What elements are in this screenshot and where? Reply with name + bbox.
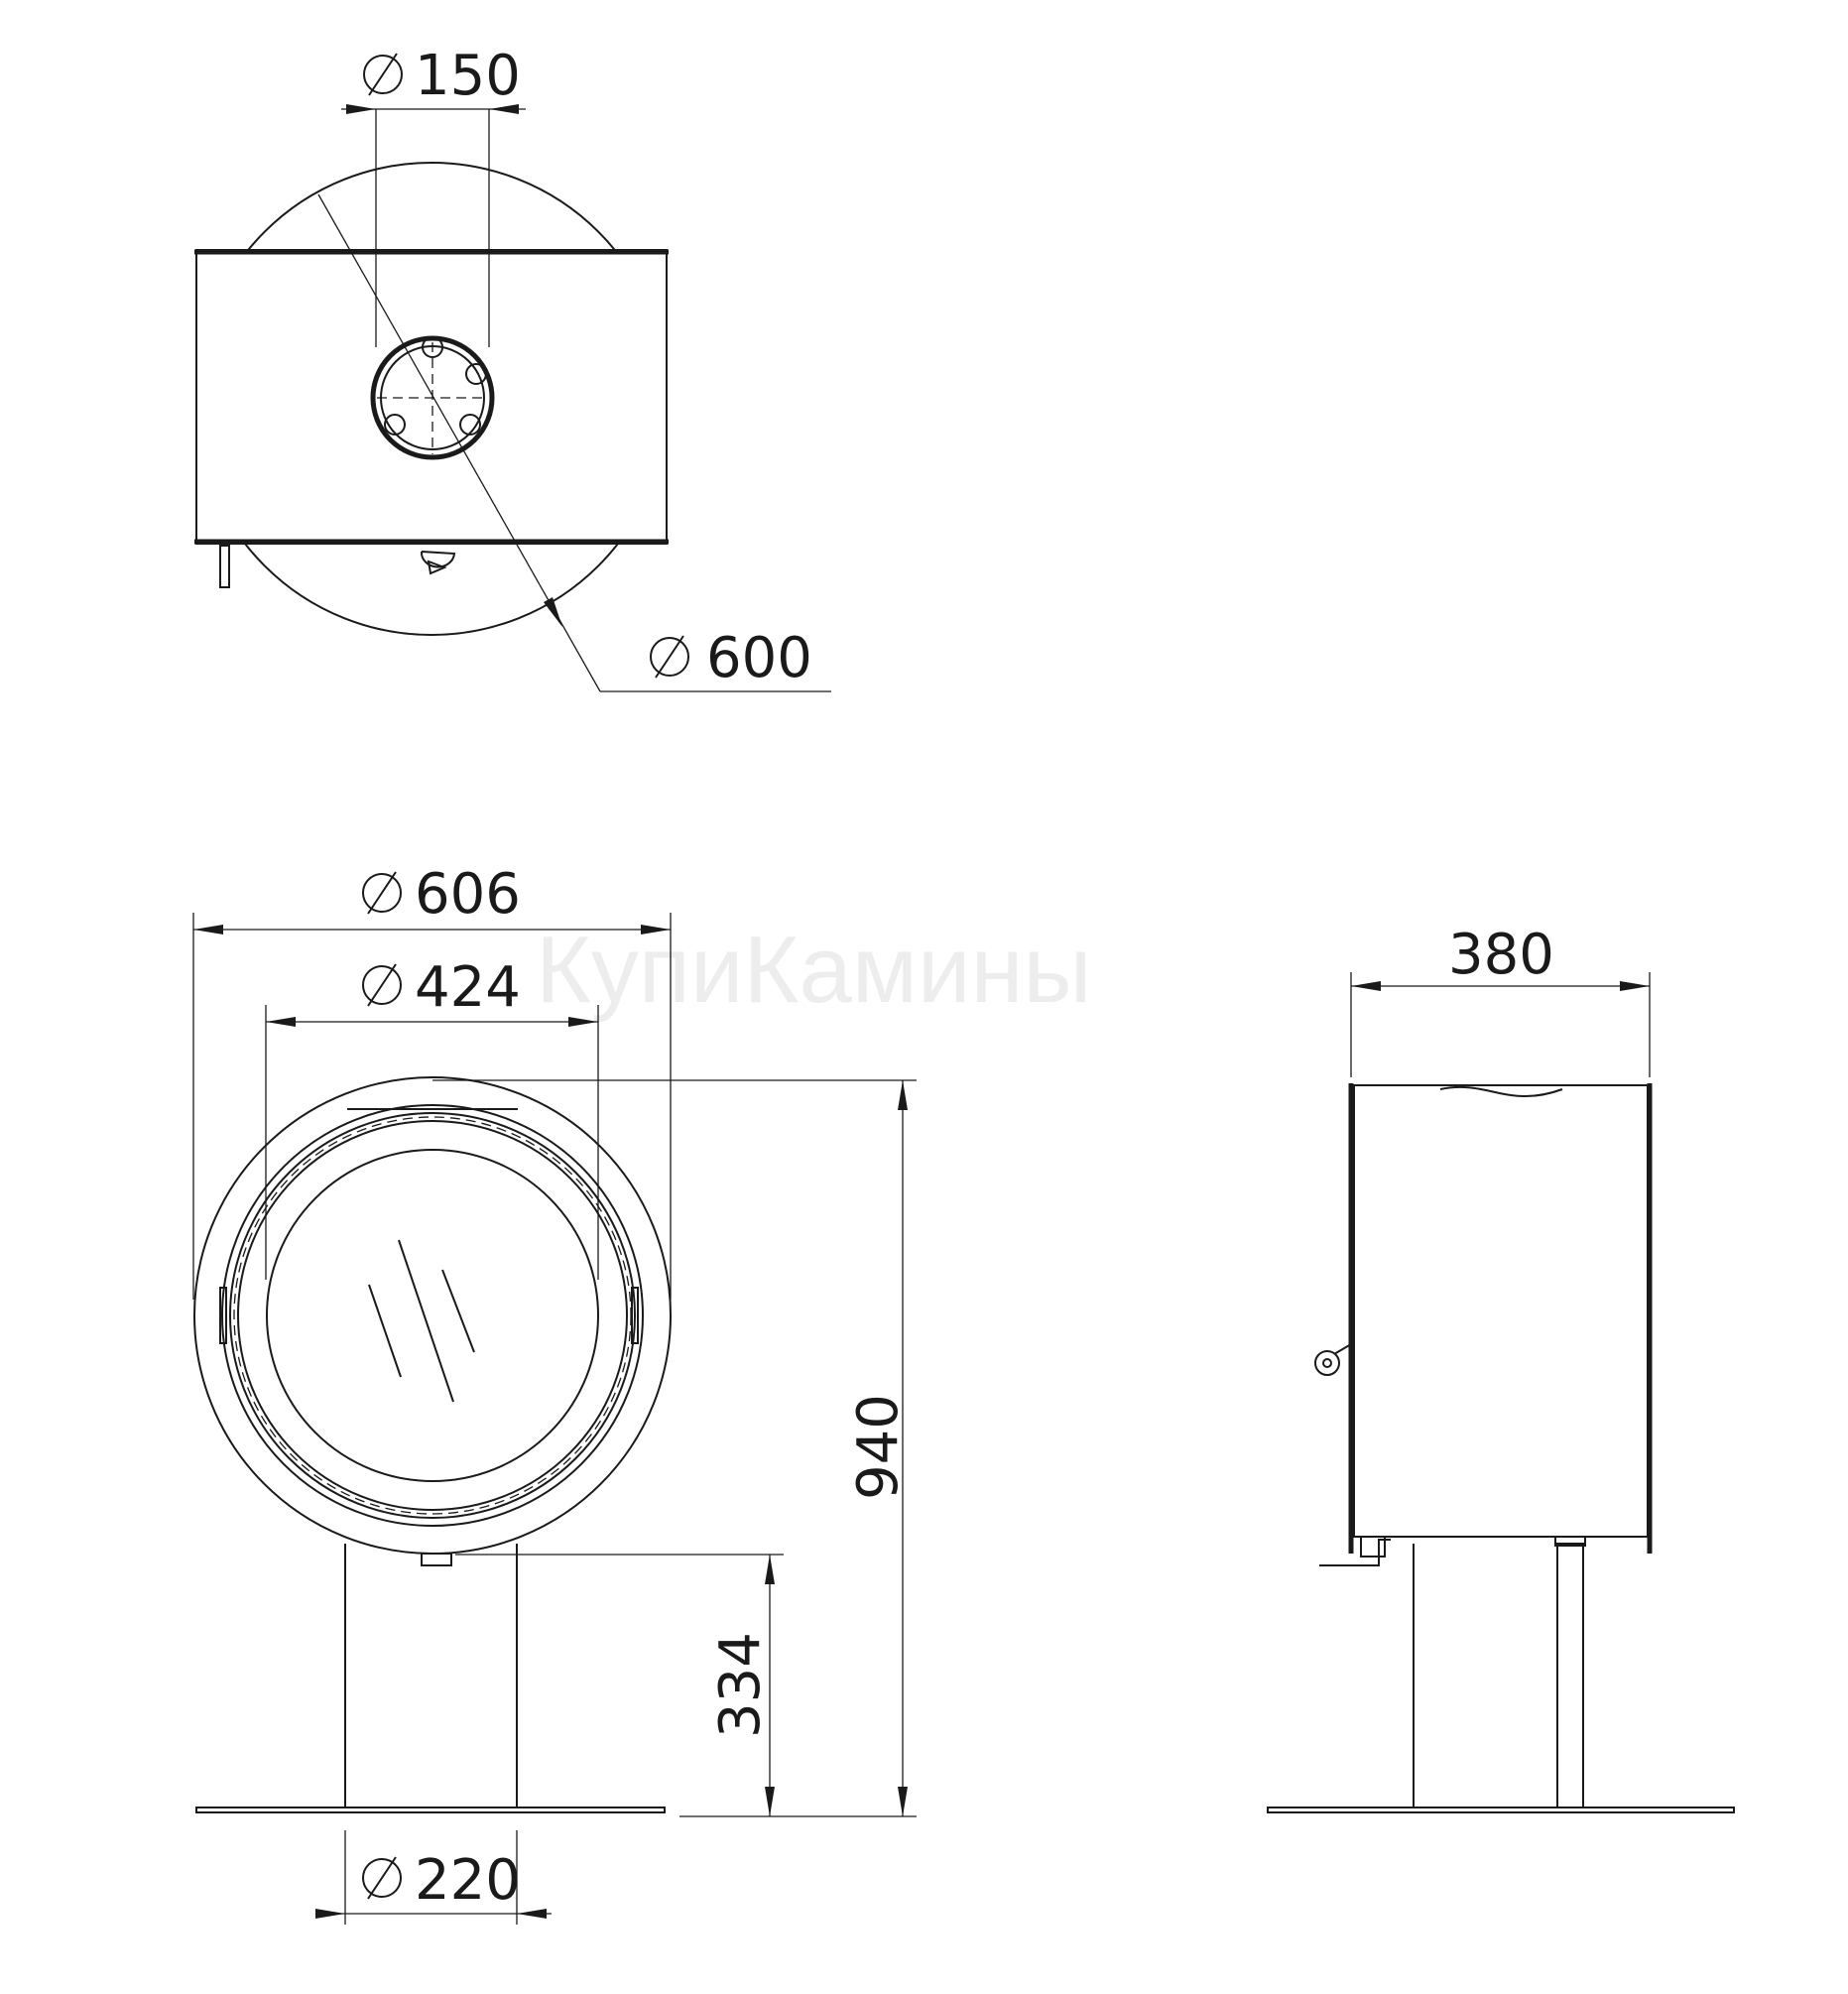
front-body-ring2 <box>229 1112 636 1519</box>
top-view-rect <box>195 249 668 545</box>
glass-reflection-2 <box>398 1239 454 1403</box>
glass-reflection-3 <box>441 1269 475 1353</box>
top-diameter-value: 600 <box>706 626 812 690</box>
top-view: 150 600 <box>194 44 831 692</box>
top-view-handle <box>219 545 230 588</box>
front-base-plate <box>195 1807 666 1813</box>
watermark-text: КупиКамины <box>536 917 1091 1023</box>
pedestal-diameter-value: 220 <box>415 1848 521 1913</box>
pedestal-diameter-label: 220 <box>362 1848 521 1913</box>
front-bottom-knob <box>421 1553 452 1566</box>
body-diameter-value: 606 <box>415 862 521 927</box>
front-view: 606 424 940 334 <box>192 862 917 1925</box>
door-diameter-label: 424 <box>362 955 521 1020</box>
top-view-knob <box>420 551 456 568</box>
glass-reflection-1 <box>368 1284 402 1378</box>
total-height-value: 940 <box>846 1394 911 1500</box>
flue-diameter-value: 150 <box>415 44 521 108</box>
door-diameter-value: 424 <box>415 955 521 1020</box>
front-body-ring3 <box>237 1120 628 1511</box>
body-diameter-label: 606 <box>362 862 521 927</box>
side-handle <box>1314 1350 1340 1376</box>
depth-value: 380 <box>1448 923 1554 987</box>
flue-diameter-label: 150 <box>363 44 521 108</box>
side-view: 380 <box>1267 923 1735 1813</box>
pedestal-height-value: 334 <box>708 1632 773 1738</box>
side-base-plate <box>1267 1807 1735 1813</box>
top-diameter-label: 600 <box>650 626 812 690</box>
front-body-ring1 <box>221 1104 644 1527</box>
door-glass <box>266 1149 599 1482</box>
top-view-body-circle <box>194 162 669 636</box>
side-pedestal-bar <box>1556 1543 1584 1808</box>
side-body <box>1353 1084 1649 1538</box>
